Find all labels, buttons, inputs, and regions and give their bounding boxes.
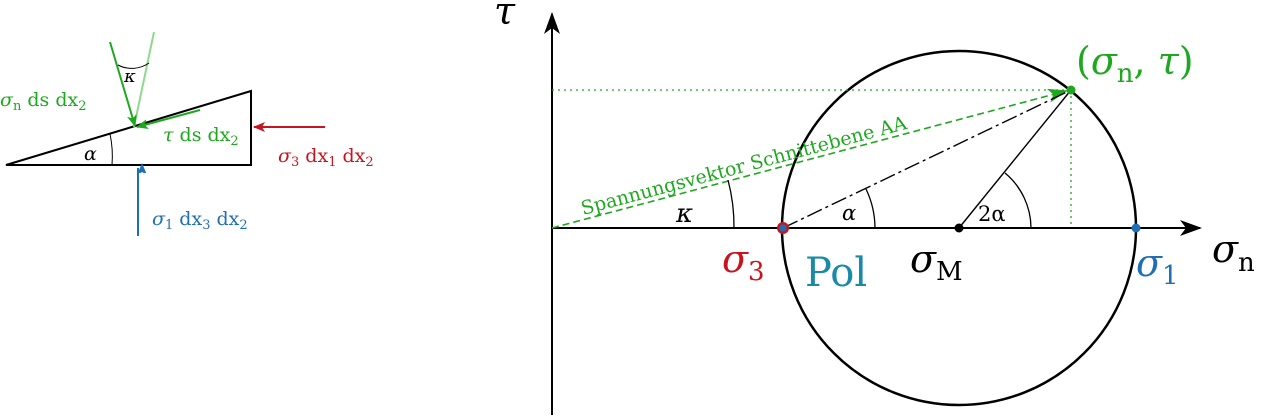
shear-force-arrow (136, 109, 201, 129)
stress-state-point (1066, 85, 1076, 95)
kappa-label: κ (675, 199, 693, 229)
center-point (954, 223, 964, 233)
stress-vector-label: Spannungsvektor Schnittebene AA (579, 112, 910, 220)
element-kappa-label: κ (123, 66, 136, 87)
sigma-m-label: σM (910, 237, 963, 287)
pole-point (779, 224, 787, 232)
stress-state-label: (σn, τ) (1076, 39, 1194, 89)
tau-axis-label: τ (494, 0, 516, 33)
element-alpha-arc (109, 133, 113, 166)
element-kappa-arc (117, 62, 150, 69)
mohr-diagram: Spannungsvektor Schnittebene AA τ σn (σn… (494, 0, 1255, 415)
element-triangle (5, 89, 252, 166)
sigma1-point (1131, 223, 1141, 233)
normal-force-arrow (109, 41, 137, 127)
pol-label: Pol (805, 250, 867, 296)
two-alpha-arc (1004, 172, 1032, 229)
alpha-label: α (842, 201, 856, 225)
two-alpha-label: 2α (978, 202, 1006, 226)
stress-vector (551, 88, 1068, 229)
alpha-arc (865, 188, 876, 229)
shear-force-label: τ ds dx2 (163, 124, 239, 149)
sigma3-force-label: σ3 dx1 dx2 (278, 145, 374, 170)
element-diagram: α κ σn ds dx2 τ ds dx2 σ3 dx1 dx2 σ1 dx3… (0, 31, 374, 236)
normal-force-label: σn ds dx2 (0, 89, 87, 114)
sigma-n-axis-label: σn (1212, 227, 1255, 278)
sigma1-label: σ1 (1136, 241, 1179, 291)
kappa-arc (727, 179, 735, 229)
radius-line (958, 89, 1072, 229)
sigma1-force-label: σ1 dx3 dx2 (152, 208, 248, 233)
sigma3-label: σ3 (722, 237, 765, 287)
element-alpha-label: α (84, 143, 97, 165)
element-normal-reference-line (133, 31, 155, 128)
